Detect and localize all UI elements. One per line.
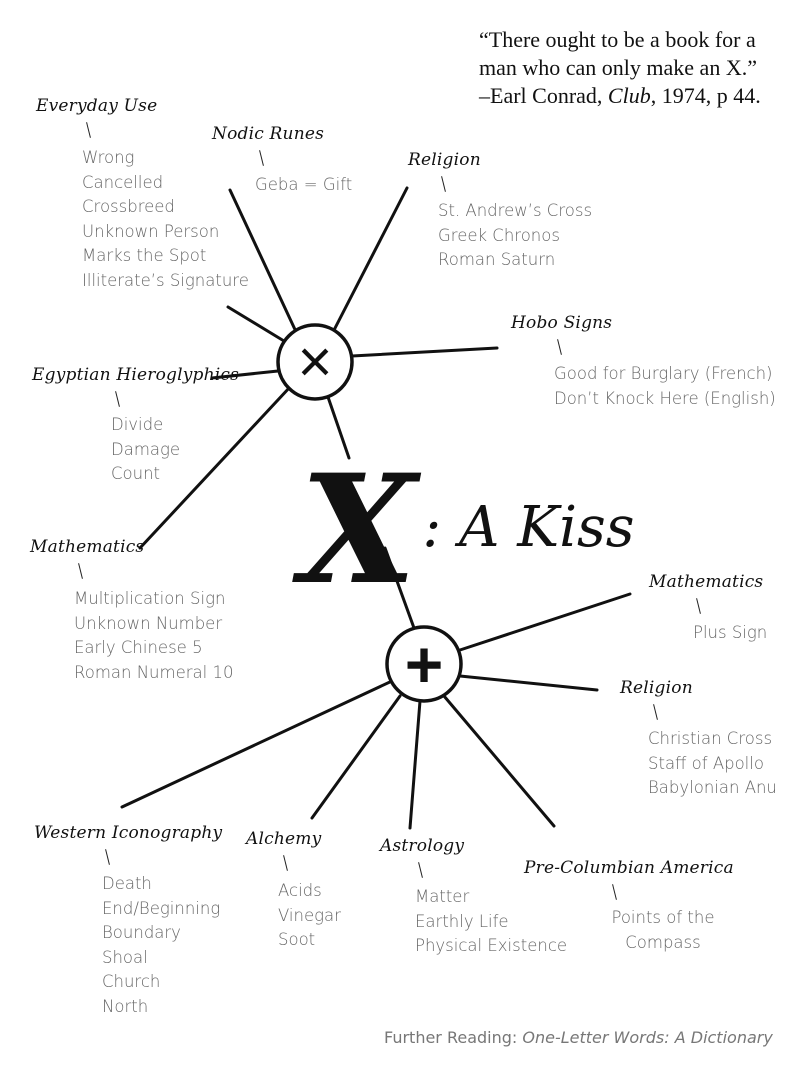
- connector-title-plus: [383, 546, 416, 630]
- items-religion-x: St. Andrew’s Cross Greek Chronos Roman S…: [438, 199, 592, 273]
- list-item: Crossbreed: [82, 197, 175, 216]
- spoke-religion-plus: [458, 674, 599, 692]
- items-mathematics-plus: Plus Sign: [693, 621, 767, 646]
- connector-x-title: [326, 395, 351, 460]
- list-item: Shoal: [102, 947, 148, 967]
- epigraph-quote: “There ought to be a book for a man who …: [479, 26, 761, 110]
- spoke-mathematics-x: [138, 385, 292, 550]
- list-item: Physical Existence: [415, 936, 568, 955]
- category-egyptian-hieroglyphics: Egyptian Hieroglyphics: [32, 365, 240, 385]
- list-item: St. Andrew’s Cross: [438, 201, 593, 220]
- category-mathematics-plus: Mathematics: [649, 572, 764, 592]
- spoke-hobo-signs: [350, 346, 499, 358]
- list-item: Geba = Gift: [255, 175, 353, 194]
- list-item: Early Chinese 5: [74, 638, 203, 657]
- list-item: Unknown Number: [74, 613, 223, 633]
- items-everyday-use: Wrong Cancelled Crossbreed Unknown Perso…: [82, 146, 249, 293]
- list-item: Illiterate’s Signature: [82, 270, 249, 290]
- list-item: Roman Saturn: [438, 250, 556, 269]
- spoke-pre-columbian: [442, 694, 556, 828]
- items-western-iconography: Death End/Beginning Boundary Shoal Churc…: [102, 872, 220, 1019]
- x-hub-symbol: ×: [297, 328, 332, 395]
- attribution-work: Club: [607, 83, 651, 108]
- quote-line-2: man who can only make an X.”: [479, 55, 757, 80]
- list-item: Plus Sign: [693, 623, 768, 642]
- items-mathematics-x: Multiplication Sign Unknown Number Early…: [74, 587, 233, 685]
- list-item: Count: [111, 464, 161, 483]
- category-religion-plus: Religion: [620, 678, 693, 698]
- spoke-western-iconography: [120, 679, 394, 809]
- list-item: Soot: [278, 930, 316, 949]
- list-item: Boundary: [102, 923, 181, 942]
- list-item: Points of the: [611, 908, 715, 927]
- category-astrology: Astrology: [380, 836, 465, 856]
- spoke-everyday-use: [226, 305, 286, 343]
- items-religion-plus: Christian Cross Staff of Apollo Babyloni…: [648, 727, 777, 801]
- items-astrology: Matter Earthly Life Physical Existence: [415, 885, 567, 959]
- category-nodic-runes: Nodic Runes: [212, 124, 325, 144]
- list-item: Christian Cross: [648, 729, 773, 748]
- spoke-egyptian: [210, 369, 280, 380]
- attribution-suffix: , 1974, p 44.: [650, 83, 761, 108]
- category-hobo-signs: Hobo Signs: [511, 313, 613, 333]
- category-alchemy: Alchemy: [246, 829, 322, 849]
- list-item: End/Beginning: [102, 898, 221, 918]
- spoke-mathematics-plus: [458, 592, 632, 652]
- list-item: Divide: [111, 415, 164, 434]
- x-hub-circle: [276, 323, 354, 401]
- list-item: Death: [102, 874, 152, 893]
- further-reading-title: One-Letter Words: A Dictionary: [522, 1028, 773, 1047]
- spoke-religion-x: [330, 186, 409, 336]
- list-item: North: [102, 996, 149, 1016]
- list-item: Compass: [625, 932, 701, 952]
- spoke-astrology: [408, 699, 422, 830]
- spoke-alchemy: [310, 694, 402, 820]
- list-item: Marks the Spot: [82, 246, 207, 265]
- list-item: Babylonian Anu: [648, 778, 777, 797]
- further-reading-prefix: Further Reading:: [384, 1028, 523, 1047]
- list-item: Good for Burglary (French): [554, 364, 773, 383]
- category-mathematics-x: Mathematics: [30, 537, 145, 557]
- items-alchemy: Acids Vinegar Soot: [278, 879, 341, 953]
- category-religion-x: Religion: [408, 150, 481, 170]
- plus-hub-symbol: +: [405, 627, 444, 701]
- quote-attribution: –Earl Conrad, Club, 1974, p 44.: [479, 82, 761, 110]
- list-item: Earthly Life: [415, 911, 509, 931]
- plus-hub-circle: [385, 625, 463, 703]
- title-letter: X: [300, 442, 417, 618]
- list-item: Roman Numeral 10: [74, 662, 234, 682]
- items-nodic-runes: Geba = Gift: [255, 173, 352, 198]
- list-item: Wrong: [82, 148, 135, 167]
- list-item: Unknown Person: [82, 221, 220, 241]
- list-item: Cancelled: [82, 172, 164, 192]
- items-hobo-signs: Good for Burglary (French) Don’t Knock H…: [554, 362, 776, 411]
- page-title: X: A Kiss: [300, 455, 635, 605]
- attribution-prefix: –Earl Conrad,: [479, 83, 608, 108]
- further-reading: Further Reading: One-Letter Words: A Dic…: [384, 1028, 773, 1047]
- list-item: Staff of Apollo: [648, 753, 764, 773]
- list-item: Church: [102, 972, 161, 991]
- list-item: Greek Chronos: [438, 225, 560, 245]
- items-egyptian-hieroglyphics: Divide Damage Count: [111, 413, 180, 487]
- quote-line-1: “There ought to be a book for a: [479, 27, 756, 52]
- category-pre-columbian-america: Pre-Columbian America: [524, 858, 734, 878]
- list-item: Don’t Knock Here (English): [554, 388, 776, 408]
- list-item: Matter: [415, 887, 470, 906]
- items-pre-columbian-america: Points of the Compass: [596, 906, 730, 955]
- spoke-nodic-runes: [228, 188, 300, 338]
- list-item: Damage: [111, 439, 181, 459]
- list-item: Multiplication Sign: [74, 589, 226, 608]
- list-item: Acids: [278, 881, 322, 900]
- title-rest: : A Kiss: [422, 495, 635, 560]
- category-everyday-use: Everyday Use: [36, 96, 158, 116]
- list-item: Vinegar: [278, 905, 341, 925]
- category-western-iconography: Western Iconography: [34, 823, 223, 843]
